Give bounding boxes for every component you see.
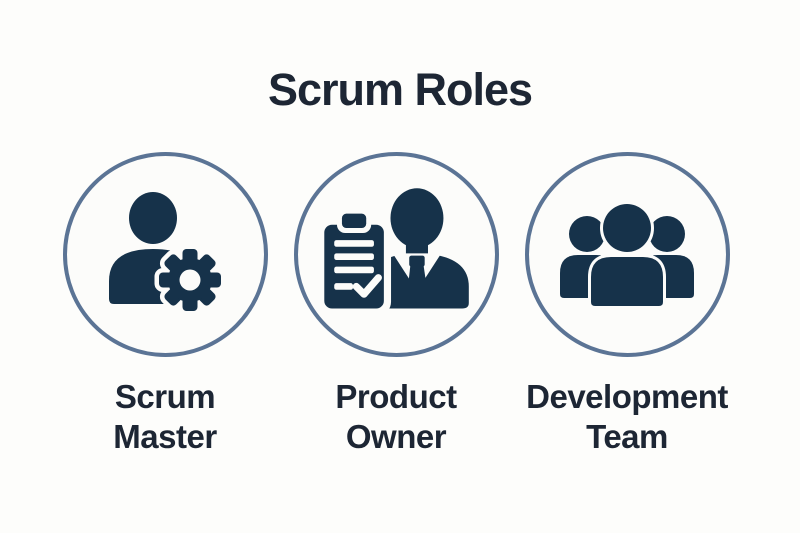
role-development-team: Development Team bbox=[507, 152, 747, 458]
clipboard-icon bbox=[317, 208, 392, 316]
person-center bbox=[588, 200, 666, 309]
people-group-icon bbox=[560, 200, 694, 309]
label-line-1: Scrum bbox=[114, 378, 216, 415]
development-team-circle bbox=[524, 152, 730, 357]
label-line-2: Master bbox=[113, 418, 217, 456]
role-product-owner: Product Owner bbox=[276, 152, 516, 458]
scrum-master-label: Scrum Master bbox=[45, 377, 285, 458]
label-line-2: Team bbox=[586, 418, 668, 456]
person-with-gear-icon bbox=[109, 191, 226, 315]
checkmark-icon bbox=[352, 274, 382, 298]
gear-icon bbox=[154, 244, 226, 315]
tie bbox=[407, 255, 428, 308]
diagram-title: Scrum Roles bbox=[267, 64, 533, 115]
product-owner-label: Product Owner bbox=[276, 377, 516, 458]
label-line-1: Product bbox=[335, 378, 457, 415]
development-team-label: Development Team bbox=[507, 377, 747, 458]
role-scrum-master: Scrum Master bbox=[45, 152, 285, 458]
label-line-1: Development bbox=[526, 378, 728, 415]
person-with-clipboard-icon bbox=[317, 188, 469, 316]
label-line-2: Owner bbox=[345, 418, 447, 456]
scrum-master-circle bbox=[62, 152, 268, 357]
product-owner-circle bbox=[293, 152, 499, 357]
